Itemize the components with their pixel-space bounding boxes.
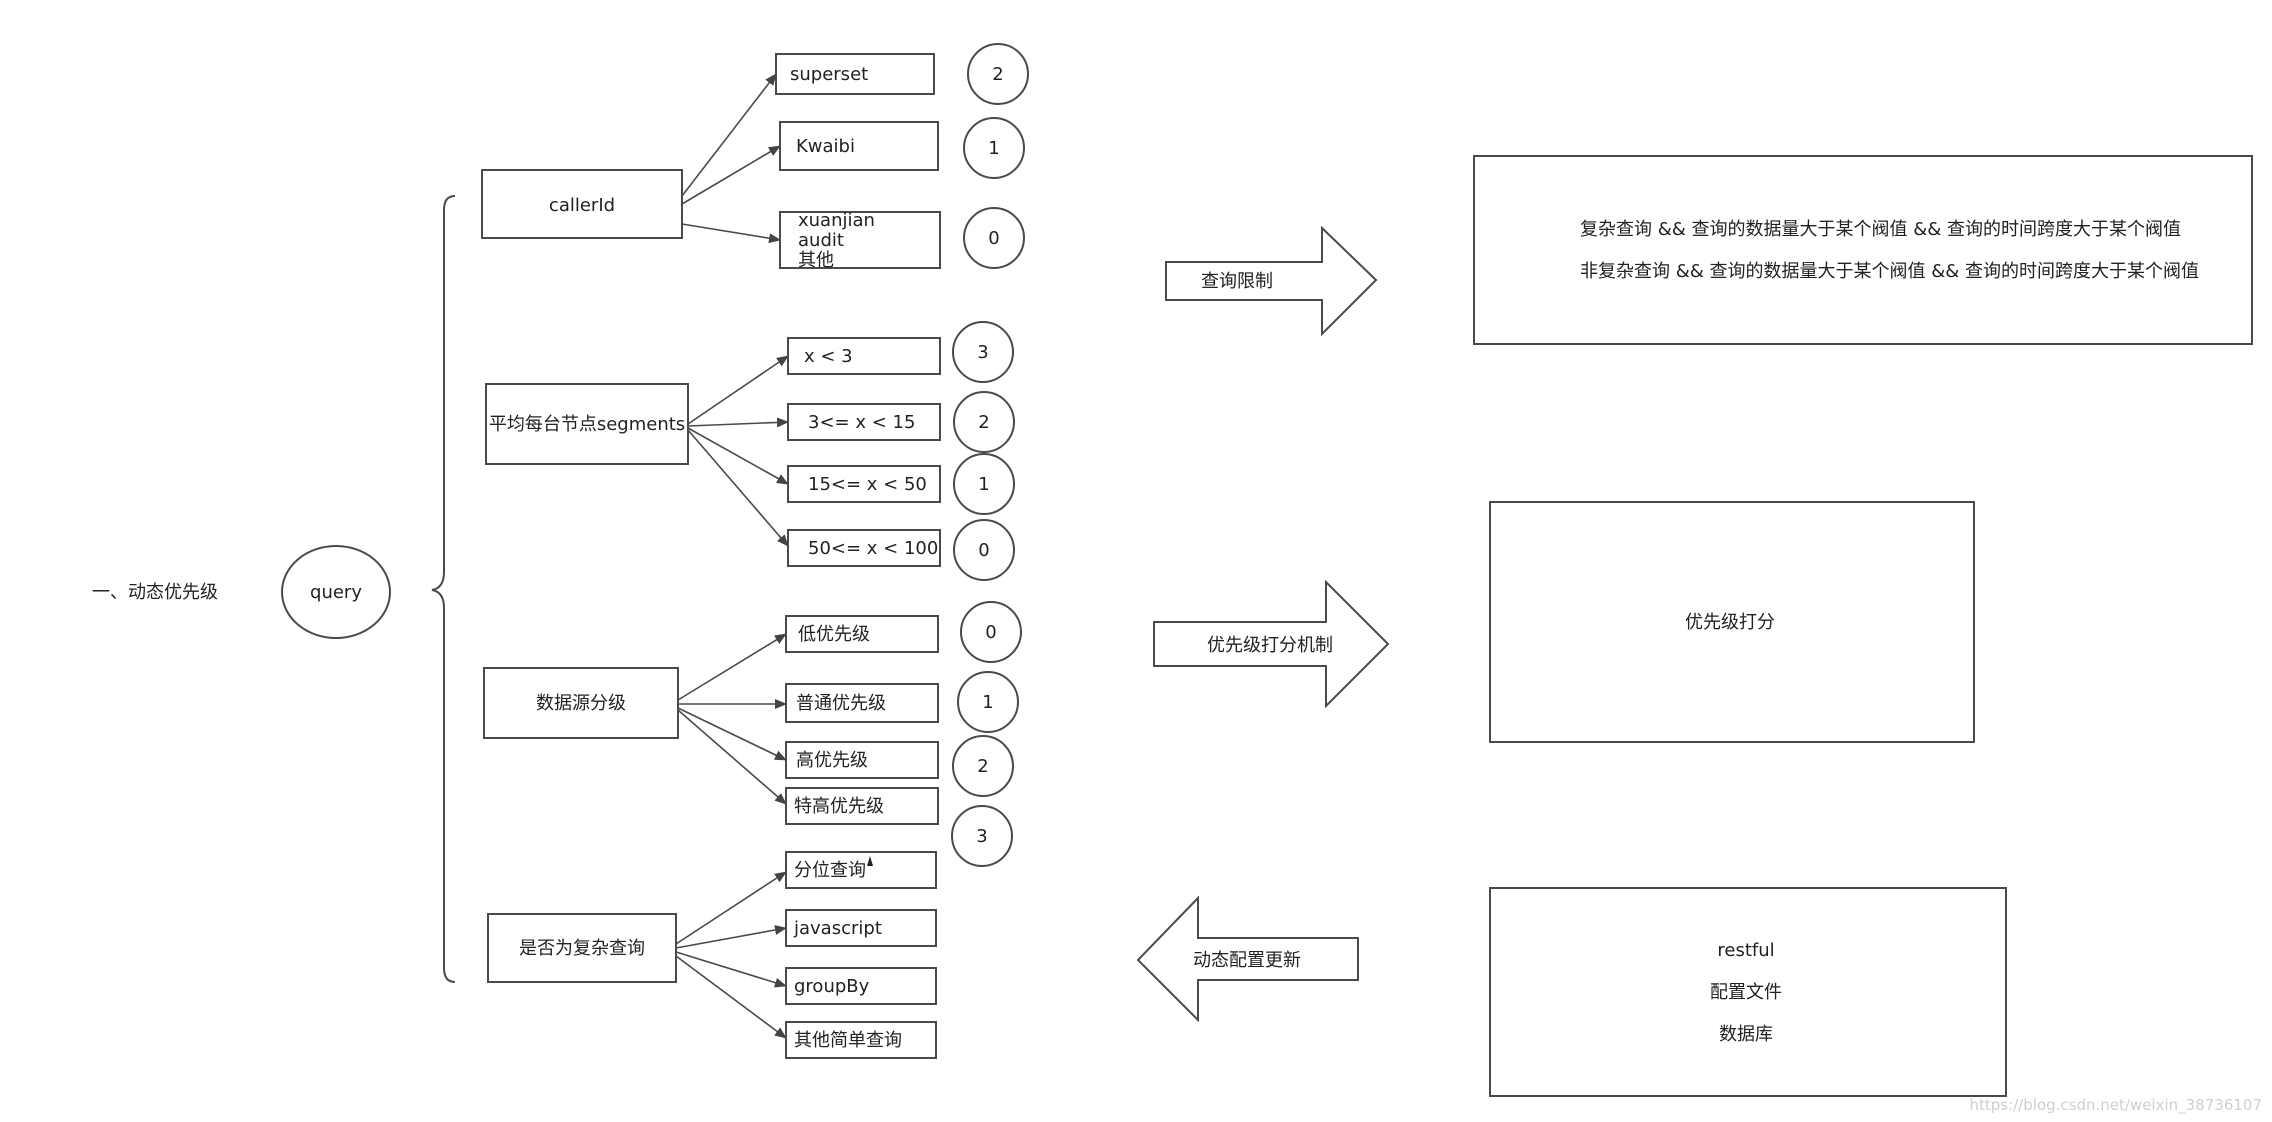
score-normal-priority-value: 1 — [982, 692, 993, 713]
option-xuanjian-line: xuanjian — [798, 210, 875, 231]
option-normal-priority-label: 普通优先级 — [796, 693, 886, 714]
option-javascript: javascript — [785, 909, 937, 947]
score-high-priority-value: 2 — [977, 756, 988, 777]
panel-query-limits: 复杂查询 && 查询的数据量大于某个阀值 && 查询的时间跨度大于某个阀值 非复… — [1473, 155, 2253, 345]
watermark: https://blog.csdn.net/weixin_38736107 — [1969, 1096, 2262, 1115]
score-xuanjian-audit-other: 0 — [963, 207, 1025, 269]
option-other-line: 其他 — [798, 250, 834, 271]
root-node: query — [281, 545, 391, 639]
option-top-priority: 特高优先级 — [785, 787, 939, 825]
score-15-to-50: 1 — [953, 453, 1015, 515]
option-percentile-query: 分位查询 — [785, 851, 937, 889]
arrow-dynamic-update-label: 动态配置更新 — [1193, 950, 1301, 971]
config-source-restful: restful — [1717, 940, 1774, 961]
group-complex-query-label: 是否为复杂查询 — [519, 938, 645, 959]
option-50-to-100-label: 50<= x < 100 — [808, 538, 938, 559]
arrow-dynamic-update: 动态配置更新 — [1136, 895, 1359, 1023]
panel-config-sources: restful 配置文件 数据库 — [1489, 887, 2007, 1097]
score-top-priority-value: 3 — [976, 826, 987, 847]
limit-rule-complex: 复杂查询 && 查询的数据量大于某个阀值 && 查询的时间跨度大于某个阀值 — [1580, 219, 2181, 240]
score-3-to-15-value: 2 — [978, 412, 989, 433]
score-x-lt-3-value: 3 — [977, 342, 988, 363]
score-superset: 2 — [967, 43, 1029, 105]
option-other-simple-query: 其他简单查询 — [785, 1021, 937, 1059]
option-3-to-15: 3<= x < 15 — [787, 403, 941, 441]
score-50-to-100-value: 0 — [978, 540, 989, 561]
group-datasource-label: 数据源分级 — [536, 693, 626, 714]
group-brace — [431, 195, 456, 983]
arrow-priority-scoring: 优先级打分机制 — [1153, 579, 1390, 709]
score-normal-priority: 1 — [957, 671, 1019, 733]
option-groupby-label: groupBy — [794, 976, 870, 997]
arrow-query-limit-label: 查询限制 — [1201, 271, 1273, 292]
score-xuanjian-audit-other-value: 0 — [988, 228, 999, 249]
option-top-priority-label: 特高优先级 — [794, 796, 884, 817]
option-high-priority-label: 高优先级 — [796, 750, 868, 771]
option-normal-priority: 普通优先级 — [785, 683, 939, 723]
score-50-to-100: 0 — [953, 519, 1015, 581]
option-kwaibi-label: Kwaibi — [796, 136, 855, 157]
option-javascript-label: javascript — [793, 918, 882, 939]
panel-priority-scoring: 优先级打分 — [1489, 501, 1975, 743]
root-label: query — [310, 582, 362, 603]
score-3-to-15: 2 — [953, 391, 1015, 453]
option-superset: superset — [775, 53, 935, 95]
option-15-to-50-label: 15<= x < 50 — [808, 474, 927, 495]
arrow-priority-scoring-label: 优先级打分机制 — [1207, 635, 1333, 656]
section-title: 一、动态优先级 — [92, 582, 218, 603]
option-superset-label: superset — [790, 64, 868, 85]
score-low-priority: 0 — [960, 601, 1022, 663]
option-3-to-15-label: 3<= x < 15 — [808, 412, 915, 433]
score-kwaibi: 1 — [963, 117, 1025, 179]
score-kwaibi-value: 1 — [988, 138, 999, 159]
group-datasource: 数据源分级 低优先级 0 普通优先级 1 高优先级 2 — [483, 601, 1022, 867]
score-high-priority: 2 — [952, 735, 1014, 797]
option-groupby: groupBy — [785, 967, 937, 1005]
group-callerid: callerId superset 2 Kwaibi 1 xuanjian au… — [481, 43, 1029, 271]
option-percentile-query-label: 分位查询 — [794, 860, 866, 881]
score-15-to-50-value: 1 — [978, 474, 989, 495]
config-source-database: 数据库 — [1719, 1024, 1773, 1045]
group-segments: 平均每台节点segments x < 3 3 3<= x < 15 2 15<=… — [485, 321, 1015, 581]
arrow-query-limit: 查询限制 — [1165, 225, 1378, 337]
option-x-lt-3-label: x < 3 — [804, 346, 853, 367]
panel-priority-scoring-label: 优先级打分 — [1685, 612, 1775, 633]
group-complex-query: 是否为复杂查询 分位查询 javascript groupBy 其他简单查询 — [487, 851, 937, 1059]
option-xuanjian-audit-other: xuanjian audit 其他 — [779, 210, 941, 271]
option-other-simple-query-label: 其他简单查询 — [794, 1030, 902, 1051]
config-source-config-file: 配置文件 — [1710, 982, 1782, 1003]
group-callerid-label: callerId — [549, 195, 615, 216]
option-50-to-100: 50<= x < 100 — [787, 529, 941, 567]
cursor-caret-icon — [867, 856, 873, 866]
option-kwaibi: Kwaibi — [779, 121, 939, 171]
limit-rule-simple: 非复杂查询 && 查询的数据量大于某个阀值 && 查询的时间跨度大于某个阀值 — [1580, 261, 2199, 282]
option-high-priority: 高优先级 — [785, 741, 939, 779]
score-x-lt-3: 3 — [952, 321, 1014, 383]
score-low-priority-value: 0 — [985, 622, 996, 643]
score-superset-value: 2 — [992, 64, 1003, 85]
group-segments-label: 平均每台节点segments — [489, 414, 685, 435]
option-low-priority-label: 低优先级 — [798, 624, 870, 645]
score-top-priority: 3 — [951, 805, 1013, 867]
option-low-priority: 低优先级 — [785, 615, 939, 653]
option-audit-line: audit — [798, 230, 844, 251]
option-15-to-50: 15<= x < 50 — [787, 465, 941, 503]
option-x-lt-3: x < 3 — [787, 337, 941, 375]
